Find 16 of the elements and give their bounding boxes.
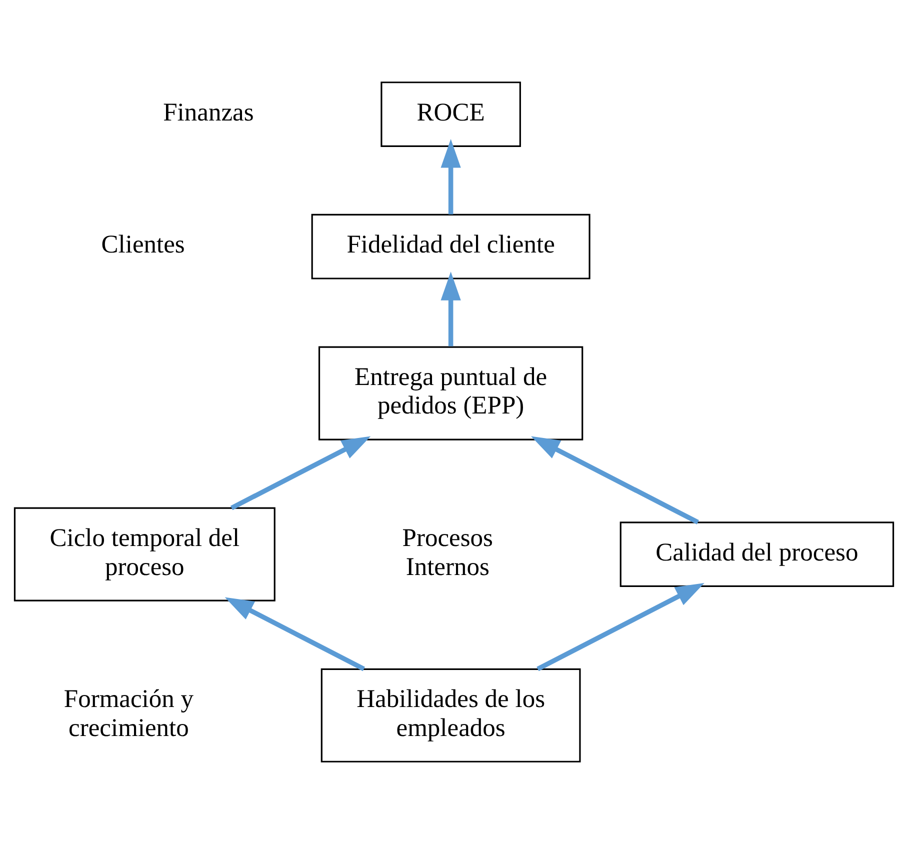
arrow (536, 582, 704, 671)
label: Procesos Internos (402, 522, 493, 580)
arrow (440, 271, 461, 346)
arrow (440, 138, 461, 214)
node-box: ROCE (380, 81, 521, 146)
arrow (224, 596, 365, 671)
arrow (531, 436, 700, 524)
node-box: Calidad del proceso (620, 521, 894, 587)
label: Clientes (101, 229, 185, 258)
node-box: Habilidades de los empleados (320, 668, 581, 762)
label: Finanzas (163, 96, 254, 126)
arrow (230, 436, 371, 510)
node-box: Fidelidad del cliente (311, 213, 590, 279)
label: Formación y crecimiento (64, 684, 194, 742)
node-box: Ciclo temporal del proceso (14, 506, 276, 601)
node-box: Entrega puntual de pedidos (EPP) (318, 346, 584, 440)
